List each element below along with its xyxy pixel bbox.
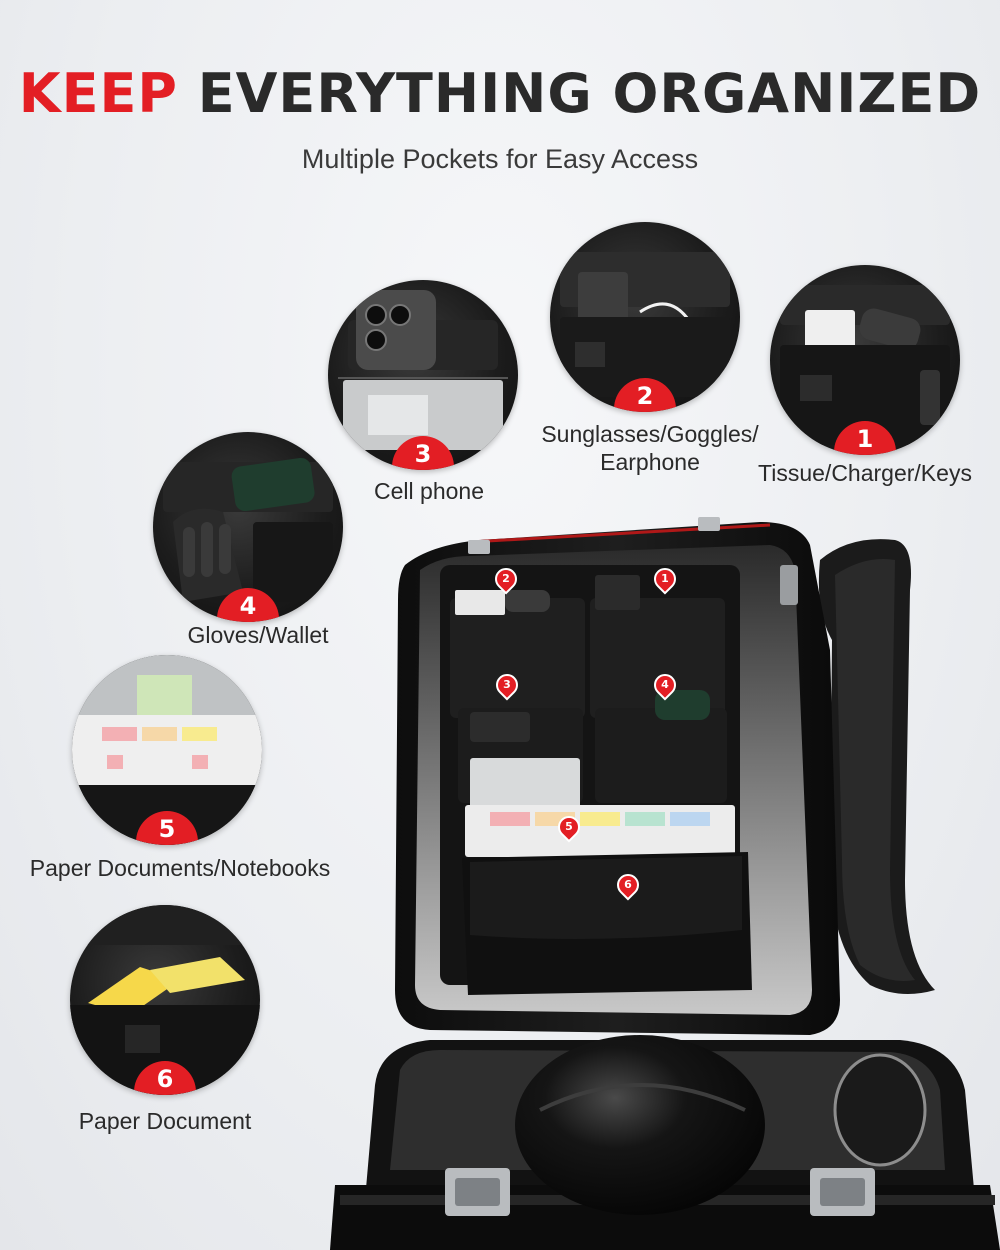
label-sunglasses: Sunglasses/Goggles/ Earphone <box>530 420 770 476</box>
label-paper-document: Paper Document <box>78 1108 252 1134</box>
headline-accent: KEEP <box>18 62 178 125</box>
label-paper-documents-notebooks: Paper Documents/Notebooks <box>29 855 331 881</box>
sunglasses-pocket-image <box>560 252 730 397</box>
subtitle: Multiple Pockets for Easy Access <box>301 144 699 174</box>
organizer-panel <box>440 565 752 995</box>
latches <box>445 517 875 1216</box>
callout-circle-sunglasses: 2 <box>550 222 740 412</box>
callout-circle-gloves-wallet: 4 <box>153 432 343 622</box>
tissue-pocket-image <box>780 285 950 445</box>
headline: KEEP EVERYTHING ORGANIZED <box>0 62 1000 125</box>
callout-circle-paper-document: 6 <box>70 905 260 1095</box>
helmet <box>515 1035 927 1215</box>
label-sunglasses-line1: Sunglasses/Goggles/ <box>541 421 759 447</box>
backrest <box>818 539 935 994</box>
callout-circle-tissue-charger-keys: 1 <box>770 265 960 455</box>
label-cell-phone: Cell phone <box>374 478 484 504</box>
label-gloves-wallet: Gloves/Wallet <box>187 622 329 648</box>
label-tissue-charger-keys: Tissue/Charger/Keys <box>758 460 972 486</box>
cell-phone-pocket-image <box>338 290 508 450</box>
headline-rest: EVERYTHING ORGANIZED <box>197 62 982 125</box>
gloves-pocket-image <box>163 457 333 602</box>
callout-circle-paper-documents: 5 <box>72 655 262 845</box>
label-sunglasses-line2: Earphone <box>600 449 700 475</box>
callout-circle-cell-phone: 3 <box>328 280 518 470</box>
